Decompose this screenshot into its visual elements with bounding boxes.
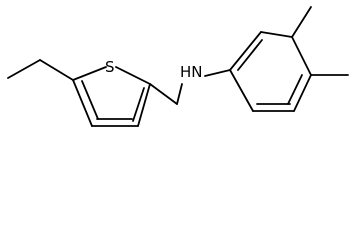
- bond-c2-ch2: [149, 83, 178, 105]
- bond-ar-inner-1: [237, 39, 263, 71]
- bond-ar-c1-c2: [229, 31, 262, 71]
- bond-ar-c2-c3: [260, 31, 293, 38]
- structure-diagram: S HN: [7, 6, 349, 127]
- bond-ar-c4-c5: [293, 74, 312, 112]
- bond-ch2-n: [176, 83, 183, 105]
- bond-c4-c5: [72, 79, 93, 127]
- bond-ar-c6-c1: [229, 69, 254, 112]
- bond-n-aryl: [204, 69, 231, 77]
- bond-c5-s: [72, 66, 107, 81]
- bond-ar-c3-c4: [291, 36, 312, 76]
- molecule-canvas: S HN: [7, 6, 349, 127]
- bond-ethyl-ch3: [7, 59, 41, 79]
- bond-ethyl-ch2: [39, 59, 74, 81]
- bond-c2-c3-inner: [132, 87, 145, 122]
- bond-c2-c3: [137, 83, 151, 127]
- amine-atom-label: HN: [180, 63, 203, 81]
- bond-methyl-top: [291, 6, 312, 38]
- sulfur-atom-label: S: [105, 58, 115, 76]
- bond-c4-c5-inner: [81, 80, 99, 120]
- bond-ar-inner-2: [287, 74, 303, 105]
- bond-s-c2: [115, 66, 151, 85]
